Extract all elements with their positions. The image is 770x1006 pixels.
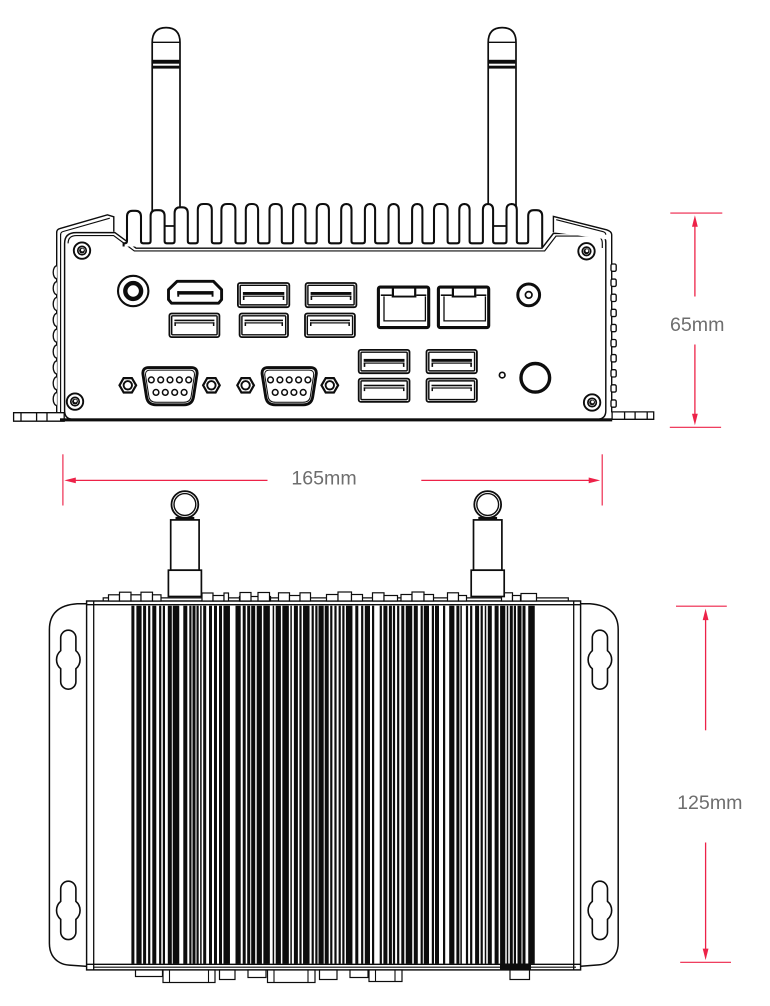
svg-text:165mm: 165mm <box>291 468 356 490</box>
svg-text:65mm: 65mm <box>670 314 724 336</box>
svg-text:125mm: 125mm <box>677 792 742 814</box>
